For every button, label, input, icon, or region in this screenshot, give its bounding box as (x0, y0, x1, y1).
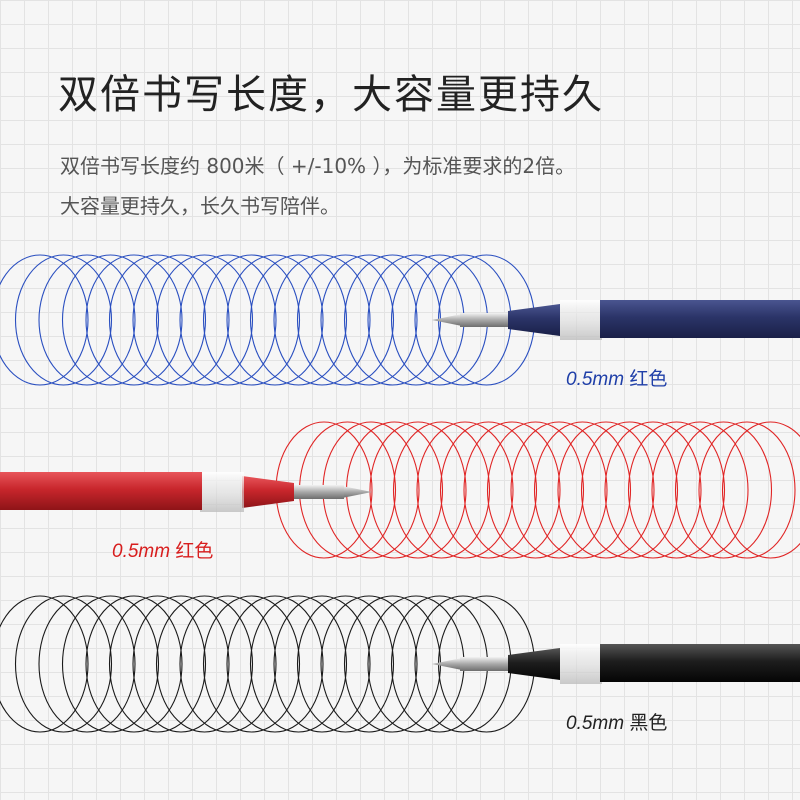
blue-ink-loop (61, 254, 160, 386)
black-ink-loop (61, 595, 160, 733)
description-line-1: 双倍书写长度约 800米（ +/-10% ），为标准要求的2倍。 (60, 154, 576, 178)
headline: 双倍书写长度，大容量更持久 (58, 72, 604, 118)
blue-ink-loop (108, 254, 207, 386)
black-ink-loop (179, 595, 277, 733)
red-refill-color-name: 红色 (175, 540, 214, 562)
black-ink-loop (273, 595, 371, 733)
black-refill-tip (432, 658, 462, 670)
black-refill (432, 644, 800, 684)
black-ink-loop (0, 595, 89, 733)
red-ink-loop (721, 421, 800, 559)
blue-ink-loop (320, 254, 418, 386)
black-refill-color-name: 黑色 (629, 712, 668, 734)
red-refill-cone (242, 476, 294, 508)
black-ink-loop (132, 595, 230, 733)
red-ink-loop (392, 421, 491, 559)
black-ink-loop (296, 595, 395, 733)
red-refill-label: 0.5mm 红色 (112, 536, 213, 563)
red-ink-loops (275, 421, 800, 559)
blue-refill-size: 0.5mm (566, 369, 625, 390)
blue-refill-collar (560, 300, 602, 340)
red-ink-loop (439, 421, 538, 559)
blue-ink-loop (249, 254, 348, 386)
blue-ink-loop (0, 254, 89, 386)
red-ink-loop (627, 421, 726, 559)
black-ink-loop (108, 595, 207, 733)
black-refill-size: 0.5mm (566, 713, 625, 734)
red-ink-loop (604, 421, 702, 559)
blue-refill-body (600, 300, 800, 338)
black-ink-loop (14, 595, 113, 733)
black-refill-body (600, 644, 800, 682)
black-ink-loop (320, 595, 418, 733)
black-ink-loop (343, 595, 442, 733)
blue-refill (432, 300, 800, 340)
blue-ink-loop (85, 254, 183, 386)
red-refill-size: 0.5mm (112, 541, 171, 562)
black-ink-loops (0, 595, 536, 733)
black-ink-loop (38, 595, 136, 733)
blue-ink-loop (179, 254, 277, 386)
blue-ink-loop (273, 254, 371, 386)
red-ink-loop (369, 421, 467, 559)
red-ink-loop (698, 421, 796, 559)
red-ink-loop (533, 421, 632, 559)
red-refill (0, 472, 372, 512)
blue-refill-nib (460, 313, 510, 327)
red-ink-loop (580, 421, 679, 559)
blue-refill-cone (508, 304, 560, 336)
description: 双倍书写长度约 800米（ +/-10% ），为标准要求的2倍。 大容量更持久，… (60, 146, 575, 226)
red-ink-loop (416, 421, 514, 559)
black-refill-cone (508, 648, 560, 680)
blue-ink-loop (296, 254, 395, 386)
red-ink-loop (486, 421, 585, 559)
black-ink-loop (249, 595, 348, 733)
blue-ink-loop (14, 254, 113, 386)
red-ink-loop (557, 421, 655, 559)
black-ink-loop (155, 595, 254, 733)
blue-ink-loop (132, 254, 230, 386)
red-refill-tip (342, 486, 372, 498)
red-refill-body (0, 472, 202, 510)
blue-ink-loop (155, 254, 254, 386)
red-refill-collar (200, 472, 244, 512)
blue-refill-tip (432, 314, 462, 326)
blue-refill-color-name: 红色 (629, 368, 668, 390)
red-refill-nib (292, 485, 344, 499)
blue-ink-loop (202, 254, 301, 386)
description-line-2: 大容量更持久，长久书写陪伴。 (60, 194, 340, 218)
black-refill-label: 0.5mm 黑色 (566, 708, 667, 735)
black-refill-nib (460, 657, 510, 671)
black-refill-collar (560, 644, 602, 684)
blue-ink-loop (226, 254, 324, 386)
blue-ink-loop (343, 254, 442, 386)
black-ink-loop (85, 595, 183, 733)
black-ink-loop (226, 595, 324, 733)
red-ink-loop (510, 421, 608, 559)
blue-refill-label: 0.5mm 红色 (566, 364, 667, 391)
red-ink-loop (674, 421, 773, 559)
black-ink-loop (202, 595, 301, 733)
red-ink-loop (463, 421, 561, 559)
blue-ink-loop (38, 254, 136, 386)
red-ink-loop (651, 421, 749, 559)
